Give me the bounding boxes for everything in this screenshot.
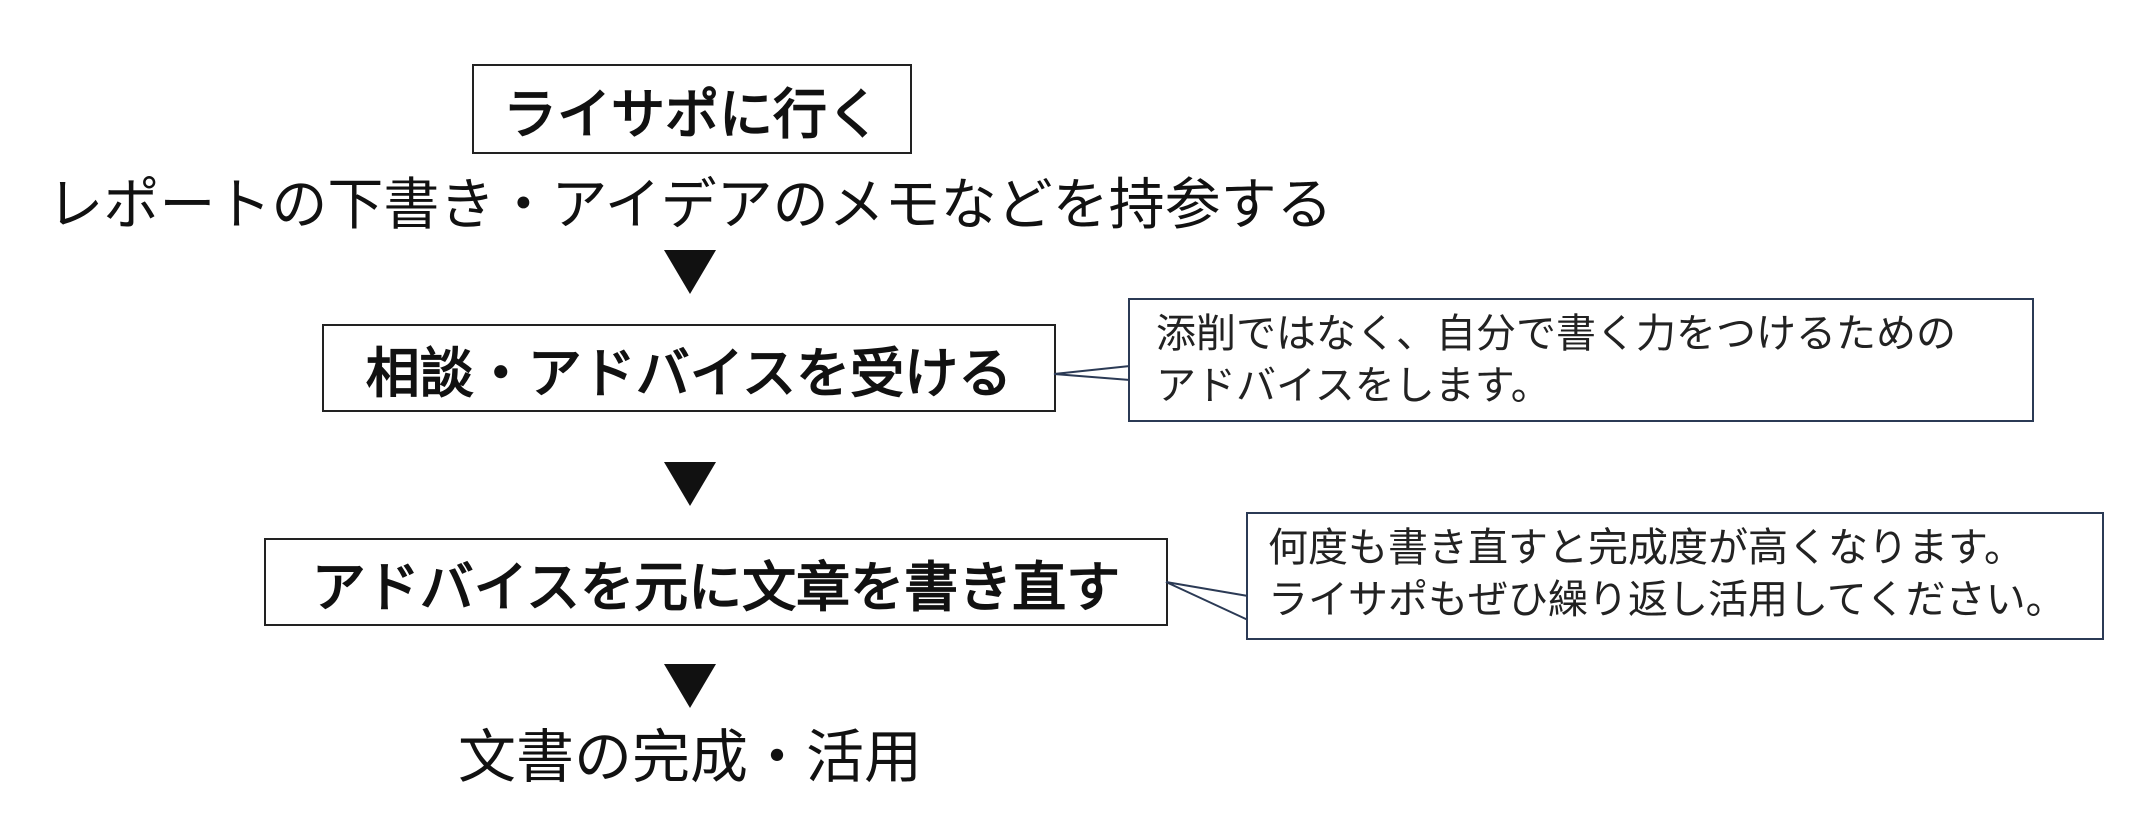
advice-callout: 添削ではなく、自分で書く力をつけるための アドバイスをします。 — [1128, 298, 2034, 422]
down-triangle-icon — [664, 250, 716, 294]
advice-callout-line-1: 添削ではなく、自分で書く力をつけるための — [1156, 311, 1956, 357]
step-receive-advice-label: 相談・アドバイスを受ける — [365, 341, 1013, 405]
rewrite-callout-pointer — [1165, 581, 1249, 621]
rewrite-callout-line-2: ライサポもぜひ繰り返し活用してください。 — [1268, 577, 2066, 623]
rewrite-callout-line-1: 何度も書き直すと完成度が高くなります。 — [1268, 525, 2024, 571]
step-go-to-raisapo-label: ライサポに行く — [503, 82, 881, 146]
bring-draft-note: レポートの下書き・アイデアのメモなどを持参する — [47, 173, 1333, 238]
step-rewrite-text-label: アドバイスを元に文章を書き直す — [311, 555, 1121, 619]
advice-callout-pointer — [1053, 365, 1131, 381]
step-go-to-raisapo: ライサポに行く — [472, 64, 912, 154]
step-receive-advice: 相談・アドバイスを受ける — [322, 324, 1056, 412]
down-triangle-icon — [664, 462, 716, 506]
result-complete-and-use: 文書の完成・活用 — [457, 723, 922, 791]
advice-callout-line-2: アドバイスをします。 — [1156, 363, 1551, 409]
down-triangle-icon — [664, 664, 716, 708]
step-rewrite-text: アドバイスを元に文章を書き直す — [264, 538, 1168, 626]
rewrite-callout: 何度も書き直すと完成度が高くなります。 ライサポもぜひ繰り返し活用してください。 — [1246, 512, 2104, 640]
